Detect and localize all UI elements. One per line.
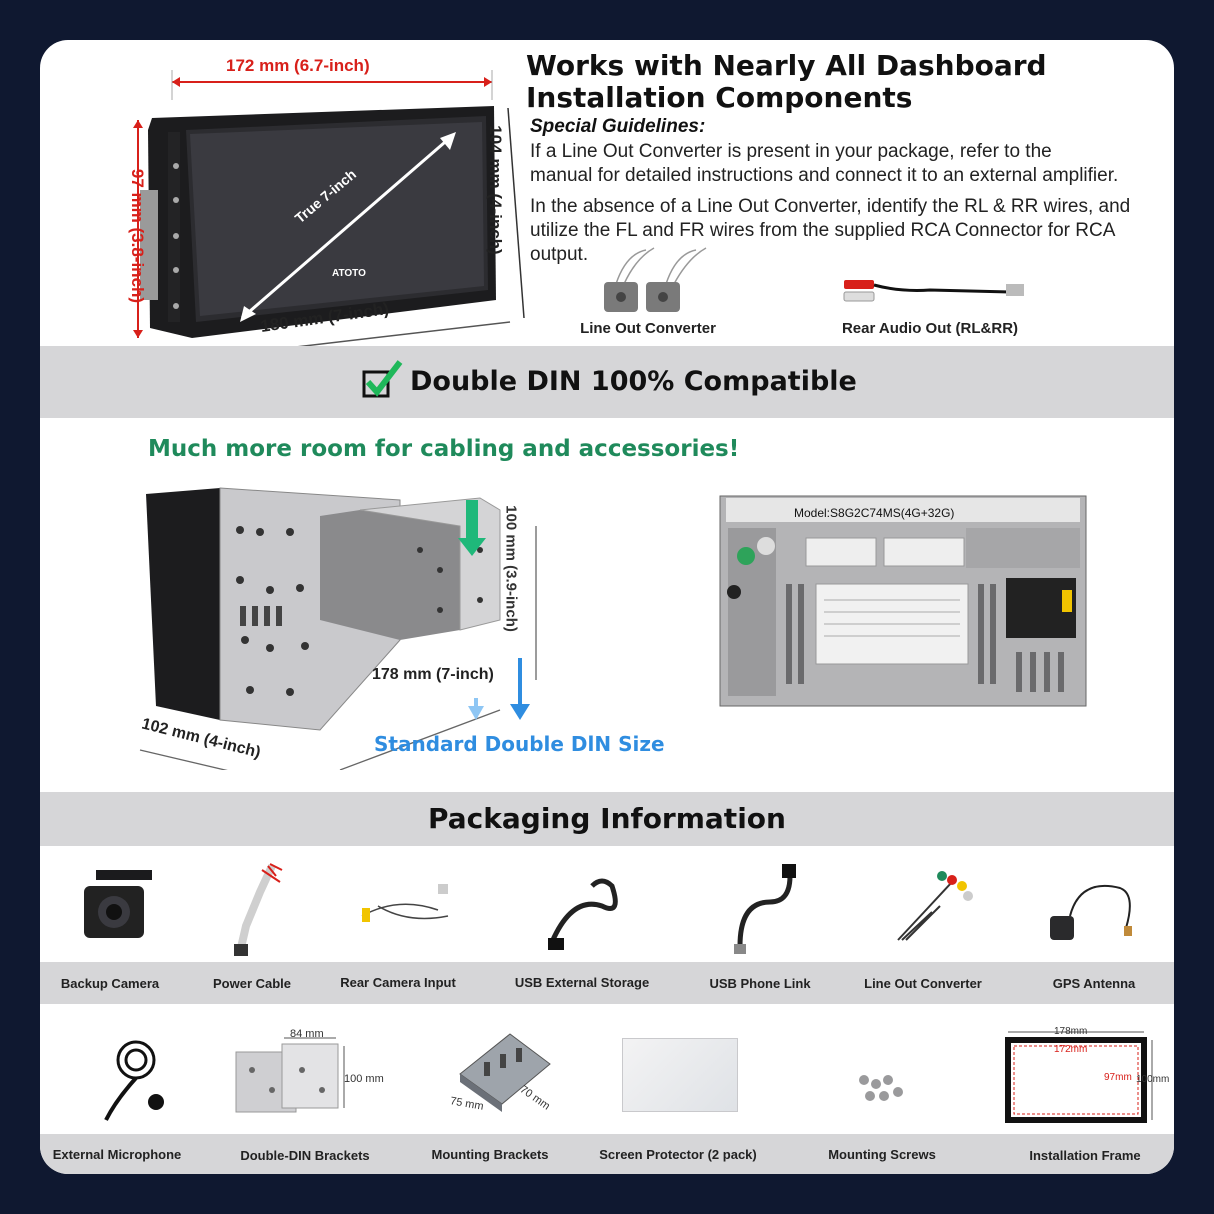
double-din-brackets-image [235,1037,345,1113]
usb-external-storage-image [548,878,618,950]
item-label: USB External Storage [514,975,650,990]
external-microphone-image [104,1040,164,1121]
head-unit-diagram [133,70,525,360]
frame-outer-height: 100mm [1136,1074,1170,1085]
screen-protector-image [622,1038,738,1112]
top-heading-line2: Installation Components [526,81,913,114]
guidelines-paragraph-2: In the absence of a Line Out Converter, … [530,195,1174,267]
para1-line2: manual for detailed instructions and con… [530,165,1119,186]
bracket-height-label: 100 mm [344,1073,384,1085]
item-label: GPS Antenna [1052,976,1136,991]
item-label: USB Phone Link [709,976,811,991]
row1-label-band [40,962,1174,1004]
dim-chassis-depth: 178 mm (7-inch) [372,666,494,683]
checkbox-check-icon [362,360,403,398]
frame-inner-height: 97mm [1104,1072,1132,1083]
item-label: Mounting Screws [828,1147,936,1162]
row2-label-band [40,1134,1174,1174]
blue-down-arrows-icon [468,658,530,720]
item-label: Power Cable [212,976,292,991]
power-cable-image [234,863,283,956]
packaging-title: Packaging Information [428,802,786,835]
dim-top-width: 172 mm (6.7-inch) [226,56,370,75]
line-out-converter-image [604,247,707,312]
item-label: Screen Protector (2 pack) [599,1147,757,1162]
unit-back-panel [719,495,1087,707]
chassis-diagram [139,487,537,770]
guidelines-title: Special Guidelines: [530,116,706,137]
dim-chassis-height: 100 mm (3.9-inch) [502,505,520,632]
dim-right-height: 104 mm (4-inch) [486,125,505,255]
compat-title: Double DIN 100% Compatible [410,366,857,397]
item-label: Rear Camera Input [340,975,456,990]
packaging-band: Packaging Information [40,792,1174,846]
dim-left-height: 97 mm (3.8-inch) [128,168,147,304]
standard-size-text: Standard Double DlN Size [374,732,665,756]
top-heading: Works with Nearly All Dashboard Installa… [526,50,1047,114]
para2-line2: utilize the FL and FR wires from the sup… [530,220,1115,265]
brand-logo: ATOTO [332,268,366,279]
rear-camera-input-image [361,884,449,922]
backup-camera-image [84,870,152,938]
item-label: Line Out Converter [864,976,982,991]
para2-line1: In the absence of a Line Out Converter, … [530,196,1131,217]
mounting-brackets-image [459,1033,551,1112]
frame-outer-width: 178mm [1054,1026,1088,1037]
product-card: 172 mm (6.7-inch) 97 mm (3.8-inch) 104 m… [40,40,1174,1174]
line-out-converter-label: Line Out Converter [580,320,716,337]
item-label: Double-DIN Brackets [240,1148,370,1163]
mounting-screws-image [859,1075,903,1101]
rear-audio-out-image [843,280,1024,302]
para1-line1: If a Line Out Converter is present in yo… [530,141,1052,162]
room-text: Much more room for cabling and accessori… [148,436,740,462]
frame-inner-width: 172mm [1054,1044,1088,1055]
item-label: External Microphone [52,1147,182,1162]
model-label: Model:S8G2C74MS(4G+32G) [794,506,955,520]
line-out-converter-cable-image [897,871,973,941]
item-label: Mounting Brackets [431,1147,549,1162]
installation-frame-image [1005,1031,1153,1123]
gps-antenna-image [1050,884,1132,940]
item-label: Installation Frame [1029,1148,1141,1163]
item-label: Backup Camera [60,976,160,991]
guidelines-paragraph-1: If a Line Out Converter is present in yo… [530,140,1118,188]
bracket-width-label: 84 mm [290,1028,324,1040]
compat-band: Double DIN 100% Compatible [40,346,1174,418]
top-heading-line1: Works with Nearly All Dashboard [526,49,1047,82]
usb-phone-link-image [734,864,796,954]
rear-audio-out-label: Rear Audio Out (RL&RR) [841,320,1019,337]
